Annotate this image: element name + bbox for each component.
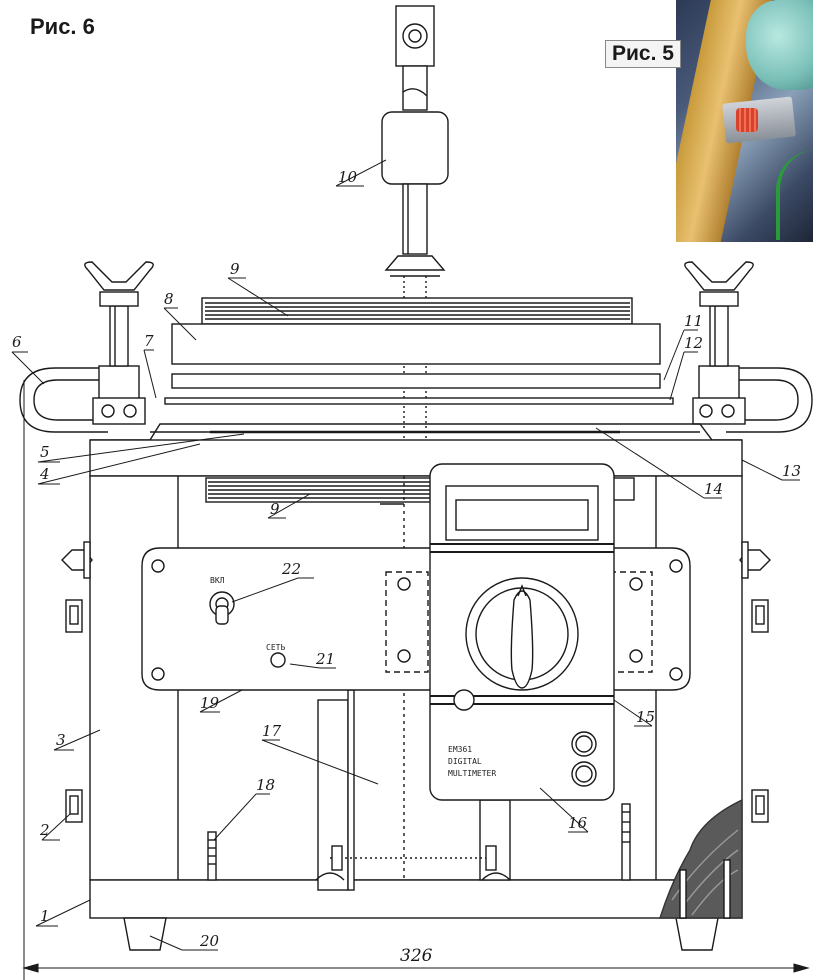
- multimeter-name: MULTIMETER: [448, 769, 496, 778]
- callout-6: 6: [12, 333, 22, 351]
- callout-5: 5: [40, 443, 50, 461]
- photo-spring: [736, 108, 758, 132]
- rod-weight: [381, 111, 449, 185]
- frame: [61, 475, 771, 951]
- work-table: [89, 423, 743, 477]
- callout-18: 18: [256, 776, 275, 794]
- callout-21: 21: [315, 650, 335, 668]
- foot-right: [675, 917, 719, 951]
- callout-22: 22: [281, 560, 301, 578]
- callout-19: 19: [200, 694, 220, 712]
- callout-1: 1: [40, 907, 50, 925]
- callout-7: 7: [144, 332, 154, 350]
- photo-glove: [746, 0, 813, 90]
- lamp-label: СЕТЬ: [266, 643, 285, 652]
- callout-15: 15: [636, 708, 655, 726]
- plate-11: [171, 373, 661, 389]
- foot-left: [123, 917, 167, 951]
- callout-4: 4: [39, 465, 50, 483]
- dimension-line: [22, 380, 810, 980]
- plate-8: [171, 323, 661, 365]
- callout-17: 17: [262, 722, 282, 740]
- callout-12: 12: [684, 334, 703, 352]
- top-plate-13: [89, 439, 743, 477]
- clamp-rod: [381, 5, 449, 440]
- multimeter-digital: DIGITAL: [448, 757, 482, 766]
- callout-2: 2: [39, 821, 50, 839]
- switch-label: ВКЛ: [210, 576, 225, 585]
- right-clamp: [684, 261, 813, 433]
- callout-13: 13: [782, 462, 801, 480]
- callout-14: 14: [704, 480, 723, 498]
- figure-6-title: Рис. 6: [30, 14, 95, 39]
- plate-12: [164, 397, 674, 405]
- callout-9-inner: 9: [270, 500, 280, 518]
- multimeter-model: EM361: [448, 745, 472, 754]
- callout-11: 11: [684, 312, 703, 330]
- callout-labels: 1 2 3 4 5 6 7 8 9 9 10 11 12 13 14 15 16…: [12, 168, 801, 966]
- multimeter: [429, 463, 615, 801]
- callout-3: 3: [56, 731, 66, 749]
- figure-5-photo: [676, 0, 813, 242]
- left-clamp: [19, 261, 154, 433]
- figure-5-label: Рис. 5: [605, 40, 681, 68]
- top-stack: [164, 297, 674, 405]
- base-plate-1: [89, 879, 743, 919]
- dimension-value: 326: [400, 946, 433, 966]
- wood-section: [659, 798, 743, 919]
- photo-cable: [776, 150, 813, 240]
- leader-lines: [11, 159, 800, 951]
- callout-10: 10: [338, 168, 358, 186]
- callout-9-top: 9: [230, 260, 240, 278]
- callout-16: 16: [568, 814, 588, 832]
- callout-8: 8: [164, 290, 174, 308]
- callout-20: 20: [199, 932, 220, 950]
